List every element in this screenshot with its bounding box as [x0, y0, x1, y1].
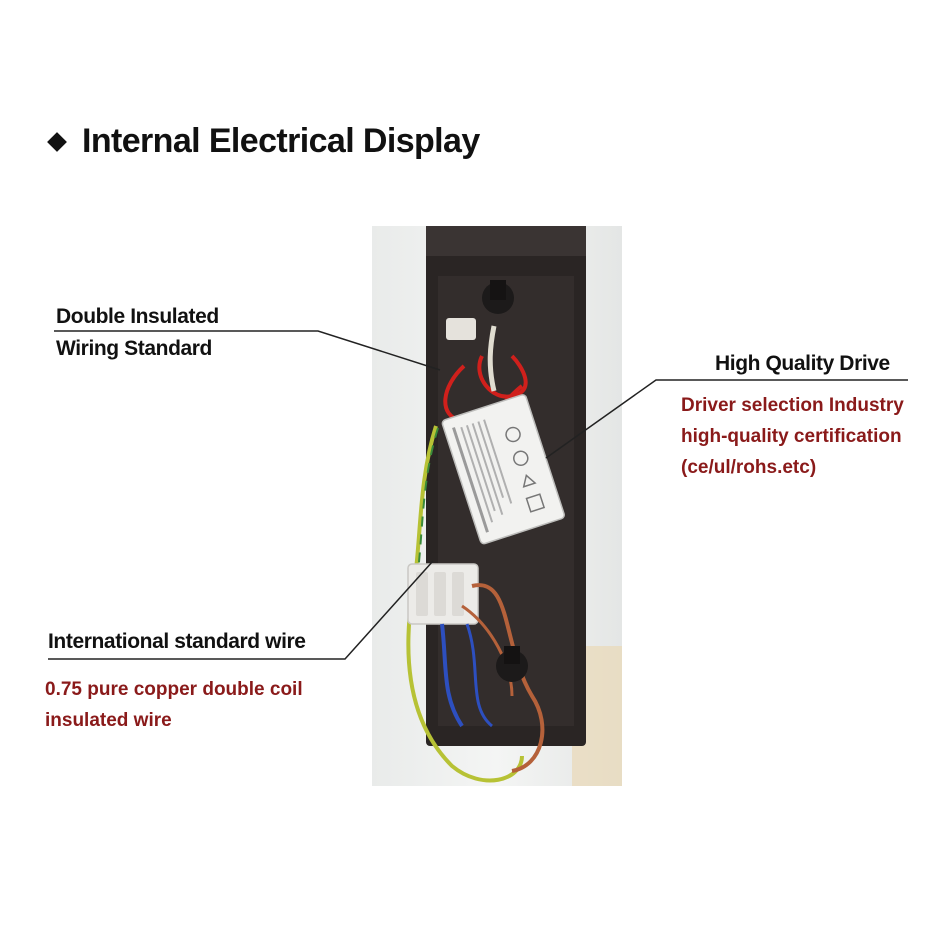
white-wire: [487, 325, 497, 392]
cable-tie: [446, 318, 476, 340]
callout-double-insulated-line2: Wiring Standard: [56, 337, 212, 360]
red-wire-loop: [477, 354, 528, 399]
page-title-text: Internal Electrical Display: [82, 122, 480, 160]
blue-wire-2: [465, 623, 493, 728]
diamond-bullet-icon: [47, 131, 67, 152]
bottom-gland-nut: [504, 646, 520, 664]
brown-wire-2: [461, 604, 514, 697]
callout-drive-desc-1: Driver selection Industry: [681, 395, 904, 416]
callout-drive-desc-3: (ce/ul/rohs.etc): [681, 457, 817, 478]
blue-wire: [440, 623, 464, 728]
led-driver-box: [441, 394, 565, 545]
gland-nut: [490, 280, 506, 300]
fixture-photo: [372, 226, 622, 786]
page-title: Internal Electrical Display: [47, 122, 480, 161]
callout-wire-desc-1: 0.75 pure copper double coil: [45, 679, 303, 700]
callout-high-quality-drive: High Quality Drive: [715, 352, 890, 375]
fixture-top-edge: [426, 226, 586, 256]
callout-double-insulated-line1: Double Insulated: [56, 305, 219, 328]
callout-international-wire: International standard wire: [48, 630, 306, 653]
earth-wire: [406, 425, 524, 783]
callout-drive-desc-2: high-quality certification: [681, 426, 902, 447]
brown-wire: [471, 583, 545, 773]
callout-wire-desc-2: insulated wire: [45, 710, 172, 731]
